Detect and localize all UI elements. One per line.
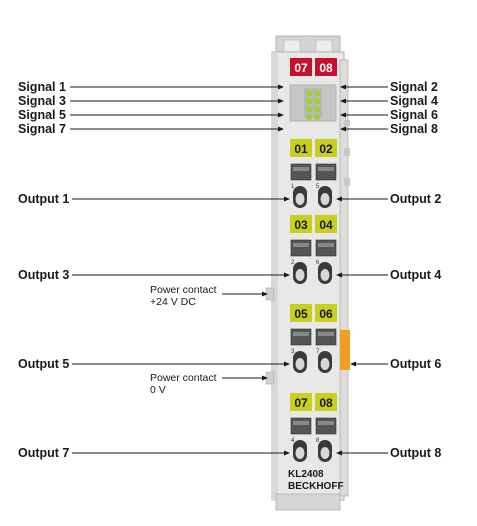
svg-text:04: 04 (319, 218, 333, 232)
led-3 (306, 98, 312, 104)
svg-text:05: 05 (294, 307, 308, 321)
right-leaders (336, 84, 388, 456)
top-red-tags: 07 08 (290, 58, 337, 76)
label-output-8: Output 8 (390, 446, 441, 460)
led-1 (306, 90, 312, 96)
model-label: KL2408 (288, 469, 324, 480)
label-output-6: Output 6 (390, 357, 441, 371)
svg-text:1: 1 (291, 184, 295, 190)
output-block-4: 07 08 4 8 (290, 393, 337, 462)
output-block-1: 01 02 1 5 (290, 139, 337, 208)
label-output-3: Output 3 (18, 268, 69, 282)
label-power-0v-line2: 0 V (150, 384, 166, 396)
svg-text:5: 5 (316, 184, 320, 190)
svg-text:6: 6 (316, 260, 320, 266)
label-power-24v-line1: Power contact (150, 284, 217, 296)
svg-text:2: 2 (291, 260, 295, 266)
svg-text:3: 3 (291, 349, 295, 355)
label-output-7: Output 7 (18, 446, 69, 460)
top-tag-right: 08 (319, 61, 333, 75)
svg-text:06: 06 (319, 307, 333, 321)
brand-label: BECKHOFF (288, 481, 344, 492)
svg-text:08: 08 (319, 396, 333, 410)
label-signal-2: Signal 2 (390, 80, 438, 94)
led-8 (314, 114, 320, 120)
led-4 (314, 98, 320, 104)
label-signal-1: Signal 1 (18, 80, 66, 94)
orange-tab (340, 330, 350, 370)
svg-text:03: 03 (294, 218, 308, 232)
svg-text:8: 8 (316, 438, 320, 444)
label-output-5: Output 5 (18, 357, 69, 371)
label-output-2: Output 2 (390, 192, 441, 206)
label-signal-6: Signal 6 (390, 108, 438, 122)
output-block-3: 05 06 3 7 (290, 304, 337, 373)
svg-text:4: 4 (291, 438, 295, 444)
label-signal-3: Signal 3 (18, 94, 66, 108)
svg-text:02: 02 (319, 142, 333, 156)
label-output-1: Output 1 (18, 192, 69, 206)
label-signal-4: Signal 4 (390, 94, 438, 108)
svg-text:7: 7 (316, 349, 320, 355)
label-output-4: Output 4 (390, 268, 441, 282)
led-2 (314, 90, 320, 96)
top-tag-left: 07 (294, 61, 308, 75)
left-leaders (70, 84, 290, 456)
label-signal-5: Signal 5 (18, 108, 66, 122)
svg-text:07: 07 (294, 396, 308, 410)
led-window (289, 84, 337, 122)
svg-text:01: 01 (294, 142, 308, 156)
led-6 (314, 106, 320, 112)
label-signal-7: Signal 7 (18, 122, 66, 136)
output-block-2: 03 04 2 6 (290, 215, 337, 284)
label-power-24v-line2: +24 V DC (150, 296, 196, 308)
led-7 (306, 114, 312, 120)
label-power-0v-line1: Power contact (150, 372, 217, 384)
led-5 (306, 106, 312, 112)
label-signal-8: Signal 8 (390, 122, 438, 136)
